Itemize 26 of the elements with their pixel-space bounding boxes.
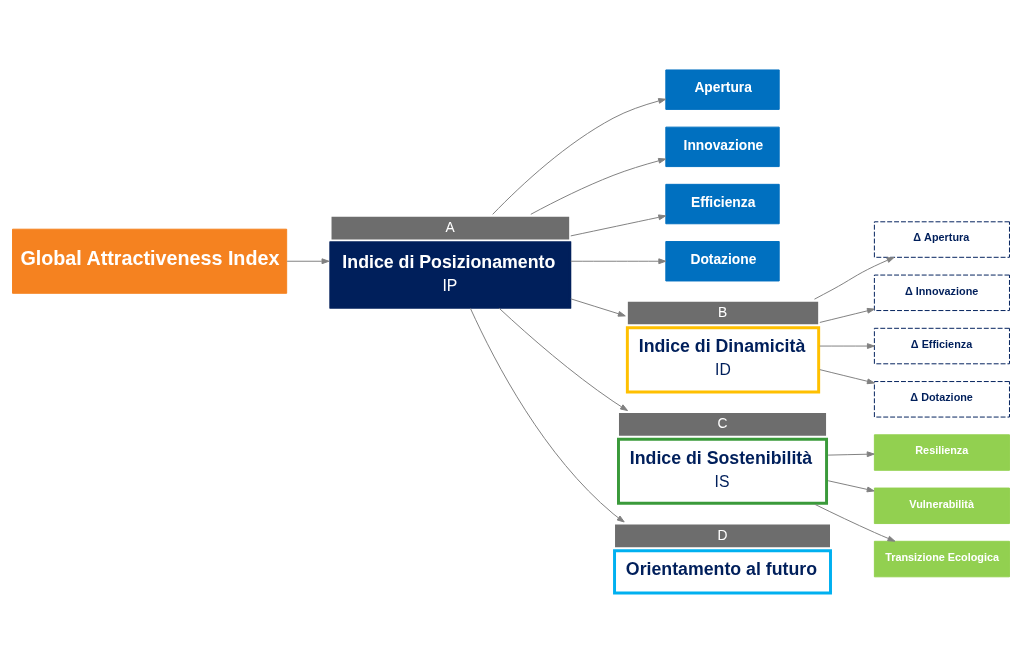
arrow — [469, 307, 625, 523]
node-box: Innovazione — [665, 126, 780, 168]
arrow — [286, 258, 330, 265]
arrow — [819, 369, 875, 385]
arrow — [570, 298, 626, 317]
node-box: Δ Efficienza — [873, 327, 1010, 365]
arrow — [570, 214, 667, 237]
arrow — [530, 157, 667, 215]
node-box: Vulnerabilità — [873, 487, 1010, 525]
node-box: Δ Dotazione — [873, 381, 1010, 418]
node-box: Global Attractiveness Index — [12, 228, 288, 294]
arrow — [813, 256, 895, 300]
node-box: Transizione Ecologica — [873, 540, 1010, 578]
node-box: Dotazione — [665, 241, 780, 282]
arrow — [492, 98, 667, 215]
arrow — [827, 480, 875, 493]
arrow — [498, 307, 629, 412]
node-box: Δ Innovazione — [873, 274, 1010, 312]
arrow — [819, 343, 875, 349]
node-box: Resilienza — [873, 434, 1010, 471]
arrow — [814, 503, 896, 542]
node-box: Apertura — [665, 69, 780, 110]
arrow — [570, 258, 667, 265]
arrow — [827, 451, 875, 458]
node-box: Efficienza — [665, 183, 780, 225]
node-box: Δ Apertura — [873, 221, 1010, 258]
